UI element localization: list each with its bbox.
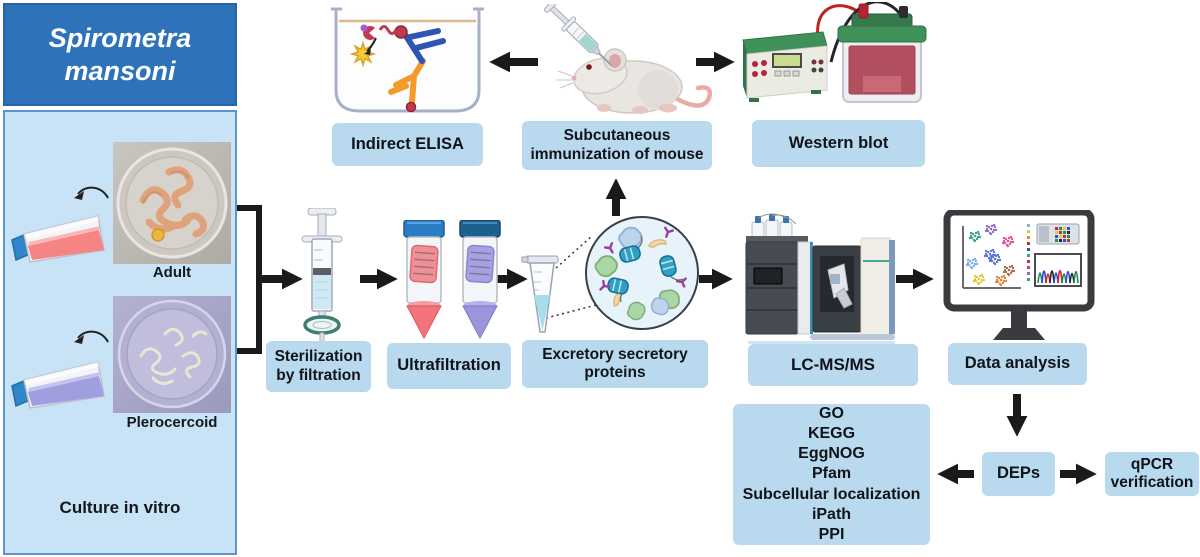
- syringe-icon: [544, 4, 612, 66]
- ultrafiltration-label: Ultrafiltration: [387, 343, 511, 389]
- lcms-label: LC-MS/MS: [748, 344, 918, 386]
- protein-barrels: [605, 235, 684, 303]
- tube-pink: [403, 220, 445, 340]
- deps-label: DEPs: [982, 452, 1055, 496]
- ultrafiltration-tubes-icon: [403, 220, 501, 340]
- culture-flask-plerocercoid-icon: [11, 361, 105, 409]
- qpcr-label: qPCR verification: [1105, 452, 1199, 496]
- data-analysis-label: Data analysis: [948, 343, 1087, 385]
- species-title: Spirometra mansoni: [3, 3, 237, 106]
- syringe-filter-icon: [301, 208, 343, 343]
- es-proteins-label: Excretory secretory proteins: [522, 340, 708, 388]
- petri-dish-plerocercoid-icon: [113, 296, 231, 413]
- western-blot-apparatus-icon: [742, 2, 927, 103]
- elisa-label: Indirect ELISA: [332, 123, 483, 166]
- mass-spectrometer-icon: [745, 213, 895, 344]
- curved-arrow-adult-icon: [74, 186, 109, 200]
- petri-dish-adult-icon: [113, 142, 231, 264]
- plerocercoid-label: Plerocercoid: [126, 414, 218, 431]
- chromatogram: [1034, 253, 1082, 287]
- culture-in-vitro-label: Culture in vitro: [59, 498, 181, 517]
- curved-arrow-plerocercoid-icon: [74, 330, 109, 344]
- immunization-label: Subcutaneous immunization of mouse: [522, 121, 712, 170]
- microtube-proteins-icon: [521, 216, 699, 333]
- culture-flask-adult-icon: [11, 215, 105, 263]
- legend-dots: [1027, 224, 1030, 281]
- western-blot-label: Western blot: [752, 120, 925, 167]
- sterilization-label: Sterilization by filtration: [266, 341, 371, 392]
- solvent-bottles: [751, 213, 797, 238]
- microarray-slide: [1036, 223, 1080, 245]
- tube-purple: [459, 220, 501, 340]
- elisa-well-icon: [331, 7, 484, 113]
- bracket-lines: [237, 205, 262, 354]
- mouse-injection-icon: [544, 4, 713, 114]
- computer-monitor-icon: [943, 210, 1095, 340]
- adult-label: Adult: [152, 264, 192, 281]
